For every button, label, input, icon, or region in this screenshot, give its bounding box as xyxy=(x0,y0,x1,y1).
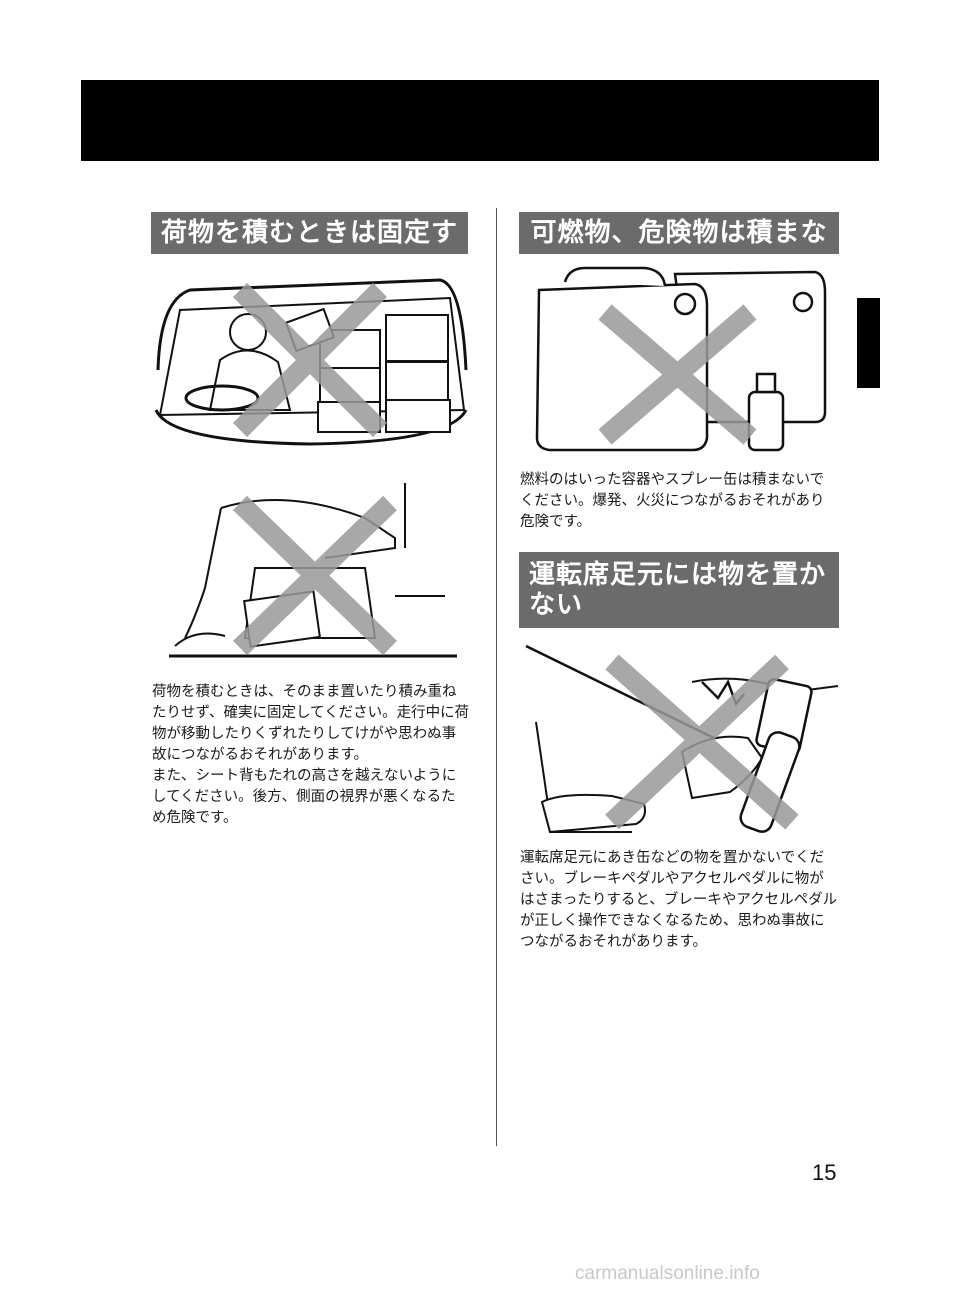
cargo-on-seat-illustration xyxy=(169,483,457,658)
prohibition-x-mark xyxy=(232,282,388,438)
header-bar xyxy=(81,80,879,161)
prohibition-x-mark xyxy=(605,654,799,830)
cargo-stacked-behind-driver-illustration xyxy=(154,278,468,446)
prohibition-x-mark xyxy=(598,304,757,445)
page-number: 15 xyxy=(812,1160,837,1185)
fuel-cans-and-spray-illustration xyxy=(535,266,827,452)
cargo-warning-text: 荷物を積むときは、そのまま置いたり積み重ねたりせず、確実に固定してください。走行… xyxy=(152,684,470,826)
prohibition-x-mark xyxy=(233,495,397,656)
heading-secure-cargo: 荷物を積むときは固定する xyxy=(151,212,468,290)
heading-nothing-at-driver-feet: 運転席足元には物を置かない xyxy=(519,552,839,628)
flammables-warning-text: 燃料のはいった容器やスプレー缶は積まないでください。爆発、火災につながるおそれが… xyxy=(520,472,825,530)
heading-no-flammables: 可燃物、危険物は積まない xyxy=(519,212,839,290)
column-divider xyxy=(496,208,497,1146)
pedal-warning-text: 運転席足元にあき缶などの物を置かないでください。ブレーキペダルやアクセルペダルに… xyxy=(520,850,838,950)
chapter-tab xyxy=(857,298,880,388)
object-under-pedal-illustration xyxy=(525,644,839,834)
watermark: carmanualsonline.info xyxy=(575,1263,760,1284)
